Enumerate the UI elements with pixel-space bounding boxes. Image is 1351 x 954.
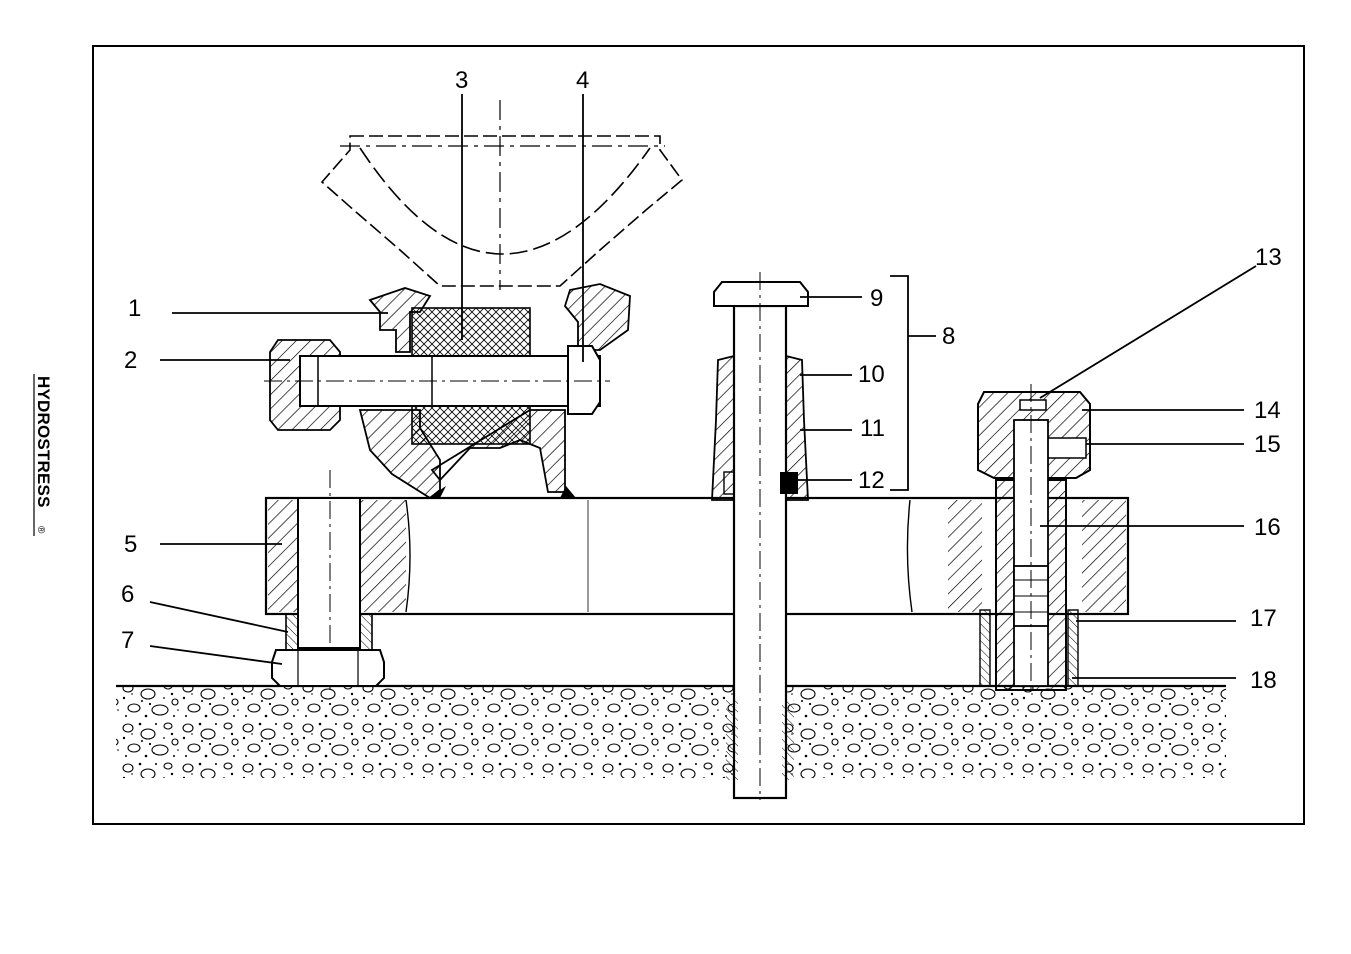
callout-14: 14 bbox=[1254, 397, 1281, 424]
callout-6: 6 bbox=[121, 581, 134, 608]
callout-13: 13 bbox=[1255, 244, 1282, 271]
brand-registered-mark: ® bbox=[35, 526, 46, 534]
callout-16: 16 bbox=[1254, 514, 1281, 541]
callout-3: 3 bbox=[455, 67, 468, 94]
brand-name: HYDROSTRESS bbox=[34, 376, 53, 508]
callout-2: 2 bbox=[124, 347, 137, 374]
callout-11: 11 bbox=[860, 415, 885, 442]
callout-5: 5 bbox=[124, 531, 137, 558]
shim-block-lower bbox=[412, 404, 530, 444]
callout-1: 1 bbox=[128, 295, 141, 322]
concrete-foundation bbox=[116, 686, 1226, 778]
callout-15: 15 bbox=[1254, 431, 1281, 458]
callout-4: 4 bbox=[576, 67, 589, 94]
callout-9: 9 bbox=[870, 285, 883, 312]
callout-7: 7 bbox=[121, 627, 134, 654]
callout-12: 12 bbox=[858, 467, 885, 494]
shim-block-upper bbox=[412, 308, 530, 356]
callout-17: 17 bbox=[1250, 605, 1277, 632]
callout-18: 18 bbox=[1250, 667, 1277, 694]
brand-logo: HYDROSTRESS ® bbox=[30, 372, 70, 538]
clamp-assembly bbox=[264, 284, 630, 498]
callout-8: 8 bbox=[942, 323, 955, 350]
machine-housing bbox=[322, 100, 682, 290]
callout-10: 10 bbox=[858, 361, 885, 388]
foot-nut bbox=[272, 650, 384, 686]
